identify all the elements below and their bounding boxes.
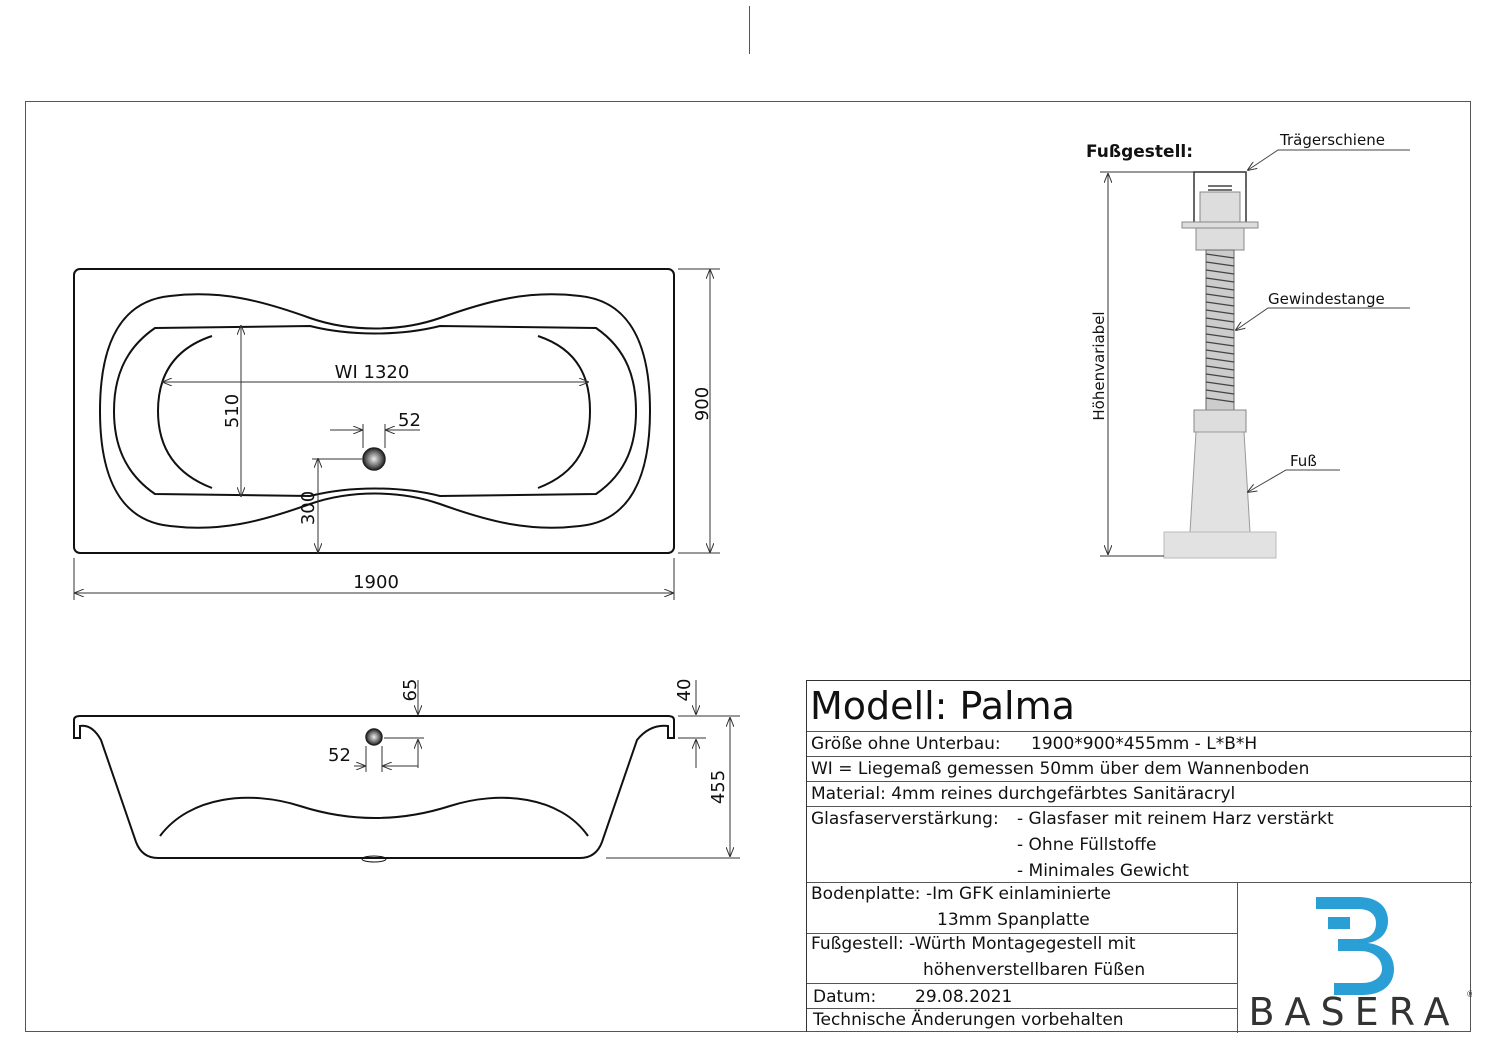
dim-40-label: 40	[674, 679, 695, 702]
overflow-icon	[365, 728, 383, 746]
tub-basin-outer	[98, 293, 652, 529]
dim-wi-label: WI 1320	[335, 362, 410, 383]
basera-logo-text: BASERA	[1248, 990, 1459, 1033]
height-variable-label: Höhenvariabel	[1090, 311, 1108, 420]
dim-300-label: 300	[298, 491, 319, 525]
wi-row: WI = Liegemaß gemessen 50mm über dem Wan…	[807, 757, 1472, 782]
disclaimer-text: Technische Änderungen vorbehalten	[813, 1010, 1124, 1030]
size-row: Größe ohne Unterbau: 1900*900*455mm - L*…	[807, 732, 1472, 757]
date-label: Datum:	[813, 987, 877, 1007]
tub-side-armrest	[159, 796, 589, 837]
plan-view: WI 1320 510 52 300 900 1900	[73, 268, 720, 600]
model-row: Modell: Palma	[807, 681, 1472, 732]
date-value: 29.08.2021	[915, 987, 1013, 1007]
tub-outline-top	[73, 268, 675, 554]
size-value: 1900*900*455mm - L*B*H	[1031, 734, 1258, 754]
tub-side-outline	[73, 715, 675, 859]
fiberglass-label: Glasfaserverstärkung:	[811, 809, 999, 829]
wi-note: WI = Liegemaß gemessen 50mm über dem Wan…	[811, 759, 1310, 779]
drawing-frame	[25, 101, 1471, 1032]
tub-armrest-left	[156, 335, 213, 489]
disclaimer-row: Technische Änderungen vorbehalten	[807, 1009, 1237, 1033]
dim-510-label: 510	[222, 394, 243, 428]
foot-row: Fußgestell: -Würth Montagegestell mit hö…	[807, 934, 1237, 984]
basera-logo: BASERA ®	[1248, 897, 1475, 1034]
tub-armrest-right	[537, 335, 592, 489]
logo-box: BASERA ®	[1237, 883, 1475, 1034]
fiberglass-item-1: - Glasfaser mit reinem Harz verstärkt	[1017, 809, 1334, 829]
dim-455-label: 455	[708, 770, 729, 804]
registered-mark: ®	[1466, 990, 1472, 1000]
basera-logo-mark-icon	[1316, 897, 1394, 995]
base-plate-line-2: 13mm Spanplatte	[937, 910, 1090, 930]
tub-basin-ledge	[112, 324, 638, 498]
spec-table: Modell: Palma Größe ohne Unterbau: 1900*…	[806, 680, 1475, 1034]
base-plate-line-1: Bodenplatte: -Im GFK einlaminierte	[811, 884, 1112, 904]
dim-drain-label: 52	[398, 410, 421, 431]
base-plate-row: Bodenplatte: -Im GFK einlaminierte 13mm …	[807, 883, 1237, 934]
foot-line-1: Fußgestell: -Würth Montagegestell mit	[811, 934, 1136, 954]
dim-1900-label: 1900	[353, 572, 399, 593]
foot-frame-title: Fußgestell:	[1086, 142, 1193, 162]
fiberglass-row: Glasfaserverstärkung: - Glasfaser mit re…	[807, 807, 1472, 883]
top-center-mark	[749, 6, 750, 54]
material-row: Material: 4mm reines durchgefärbtes Sani…	[807, 782, 1472, 807]
rail-label: Trägerschiene	[1279, 131, 1385, 149]
material-text: Material: 4mm reines durchgefärbtes Sani…	[811, 784, 1236, 804]
foot-label: Fuß	[1290, 452, 1317, 470]
model-title: Modell: Palma	[810, 684, 1075, 728]
rod-label: Gewindestange	[1268, 290, 1385, 308]
size-label: Größe ohne Unterbau:	[811, 734, 1001, 754]
side-view: 65 52 40 455	[73, 679, 740, 863]
drain-icon	[362, 447, 386, 471]
dim-900-label: 900	[692, 387, 713, 421]
foot-frame-detail: Fußgestell: Höhenvariabel Trägerschiene …	[1086, 131, 1410, 559]
fiberglass-item-2: - Ohne Füllstoffe	[1017, 835, 1157, 855]
date-row: Datum: 29.08.2021	[807, 984, 1237, 1009]
fiberglass-item-3: - Minimales Gewicht	[1017, 861, 1189, 881]
dim-overflow-diameter-label: 52	[328, 745, 351, 766]
foot-line-2: höhenverstellbaren Füßen	[923, 960, 1146, 980]
dim-65-label: 65	[400, 679, 421, 702]
